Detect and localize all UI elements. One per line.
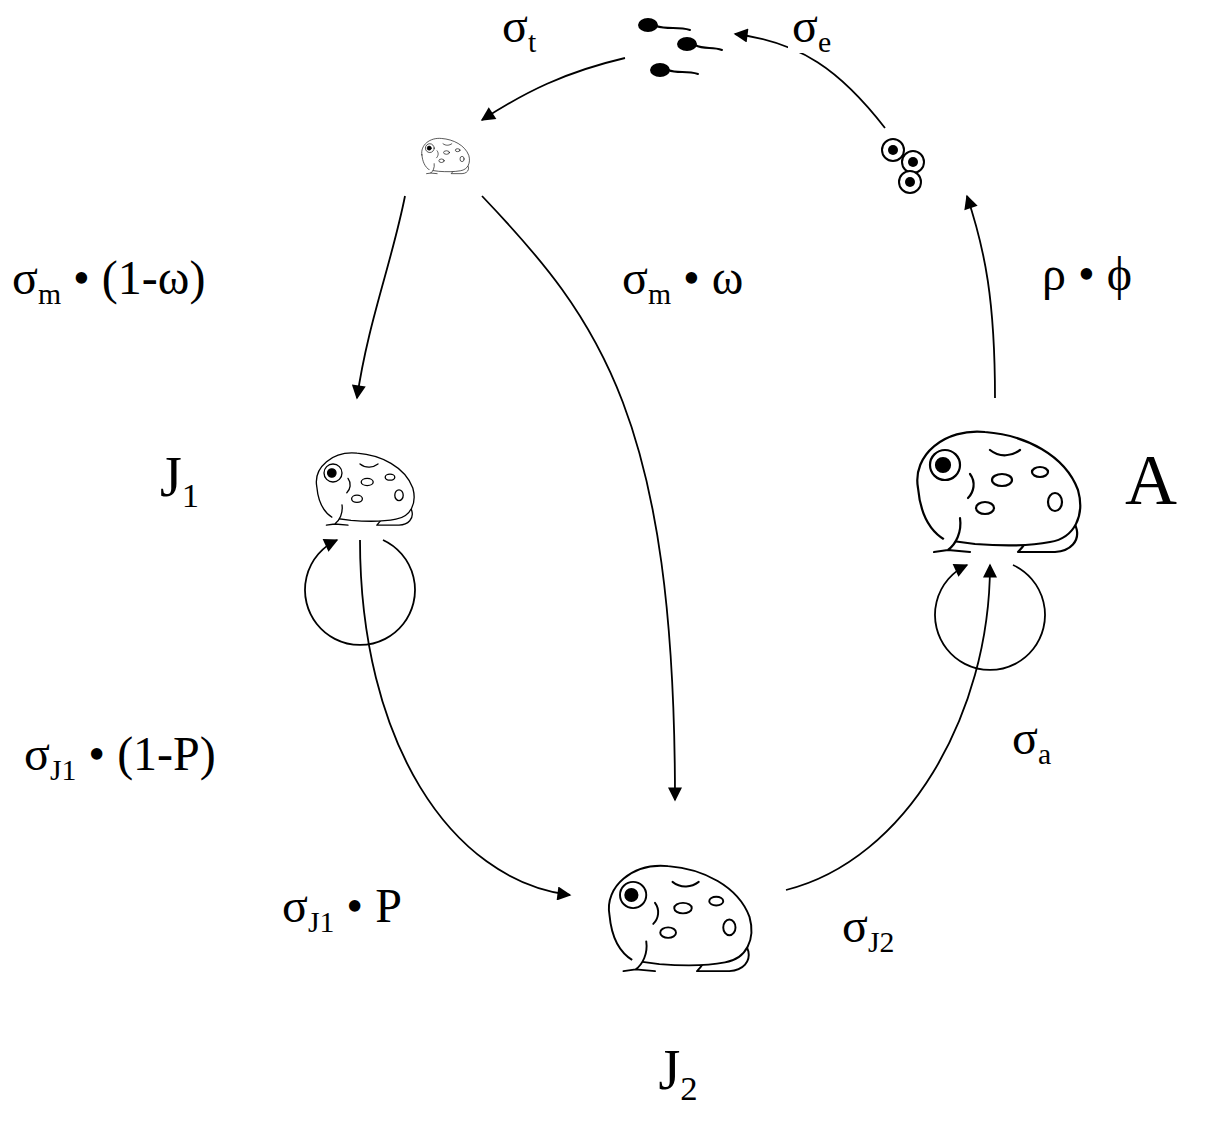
stage-label: J2	[570, 1040, 786, 1102]
transition-arrow	[935, 565, 1045, 670]
rate-label: σJ2	[838, 900, 898, 953]
stage-node: A	[875, 405, 1197, 565]
transition-arrow	[786, 565, 990, 890]
rate-label: σJ1 • (1-P)	[20, 728, 220, 781]
rate-label: σa	[1008, 712, 1055, 765]
stage-label: A	[1125, 441, 1177, 520]
stage-node: J1	[140, 425, 430, 540]
rate-label: σJ1 • P	[278, 880, 406, 933]
stage-node: J2	[570, 840, 786, 1130]
rate-label: σe	[788, 0, 835, 53]
rate-label: ρ • ϕ	[1038, 248, 1136, 301]
stage-label: J1	[160, 447, 199, 509]
rate-label: σt	[498, 0, 540, 53]
transition-arrow	[360, 540, 570, 895]
rate-label: σm • (1-ω)	[8, 252, 209, 305]
rate-label: σm • ω	[618, 252, 747, 305]
